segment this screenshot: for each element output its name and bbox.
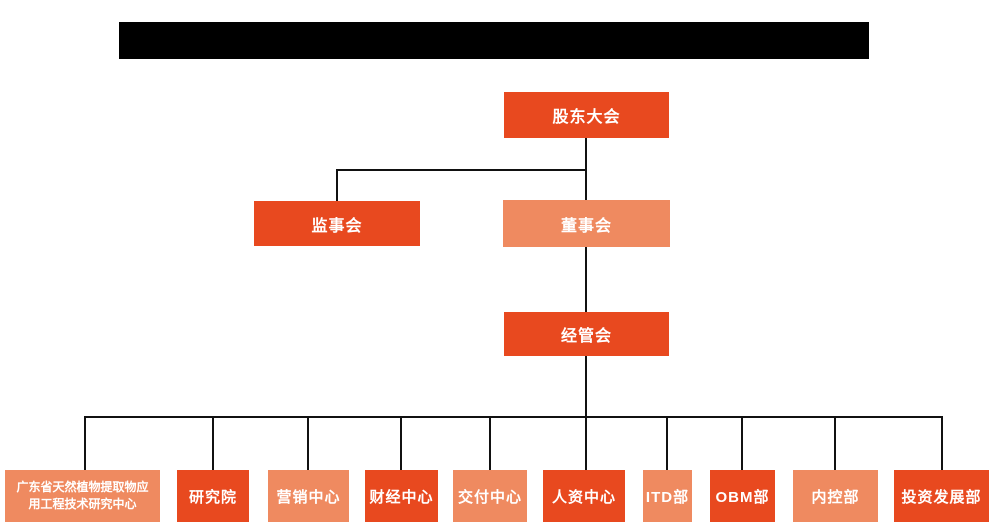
node-dept-research-center-label: 广东省天然植物提取物应用工程技术研究中心 bbox=[16, 479, 149, 511]
node-dept-itd: ITD部 bbox=[643, 470, 692, 522]
node-board-of-directors: 董事会 bbox=[503, 200, 670, 247]
connector-drop-9 bbox=[834, 416, 836, 470]
connector-drop-4 bbox=[400, 416, 402, 470]
connector-drop-3 bbox=[307, 416, 309, 470]
connector-drop-6 bbox=[585, 416, 587, 470]
node-supervisory-board: 监事会 bbox=[254, 201, 420, 246]
node-dept-internal-control-label: 内控部 bbox=[811, 488, 860, 506]
node-dept-research-institute-label: 研究院 bbox=[188, 488, 237, 506]
node-dept-hr-center: 人资中心 bbox=[543, 470, 625, 522]
node-dept-research-institute: 研究院 bbox=[177, 470, 249, 522]
connector-drop-2 bbox=[212, 416, 214, 470]
node-dept-itd-label: ITD部 bbox=[645, 488, 690, 506]
node-dept-marketing-center: 营销中心 bbox=[268, 470, 349, 522]
node-management-committee-label: 经管会 bbox=[560, 328, 612, 345]
node-dept-investment-development-label: 投资发展部 bbox=[901, 488, 982, 506]
node-shareholders-meeting: 股东大会 bbox=[504, 92, 669, 138]
redacted-title-bar bbox=[119, 22, 869, 59]
connector-branch-horizontal bbox=[336, 169, 587, 171]
node-management-committee: 经管会 bbox=[504, 312, 669, 356]
node-dept-finance-center-label: 财经中心 bbox=[369, 488, 434, 506]
node-dept-hr-center-label: 人资中心 bbox=[551, 488, 616, 506]
node-shareholders-meeting-label: 股东大会 bbox=[552, 109, 621, 126]
connector-drop-5 bbox=[489, 416, 491, 470]
connector-directors-to-management bbox=[585, 247, 587, 312]
node-dept-delivery-center-label: 交付中心 bbox=[457, 488, 522, 506]
connector-rail-horizontal bbox=[84, 416, 943, 418]
node-dept-internal-control: 内控部 bbox=[793, 470, 878, 522]
node-dept-marketing-center-label: 营销中心 bbox=[276, 488, 341, 506]
connector-to-supervisory bbox=[336, 169, 338, 202]
node-dept-investment-development: 投资发展部 bbox=[894, 470, 989, 522]
node-dept-obm: OBM部 bbox=[710, 470, 775, 522]
connector-management-to-rail bbox=[585, 356, 587, 417]
node-supervisory-board-label: 监事会 bbox=[311, 217, 363, 235]
connector-drop-7 bbox=[666, 416, 668, 470]
node-dept-finance-center: 财经中心 bbox=[365, 470, 438, 522]
node-dept-research-center: 广东省天然植物提取物应用工程技术研究中心 bbox=[5, 470, 160, 522]
connector-drop-1 bbox=[84, 416, 86, 470]
node-dept-obm-label: OBM部 bbox=[715, 488, 770, 506]
connector-drop-10 bbox=[941, 416, 943, 470]
connector-drop-8 bbox=[741, 416, 743, 470]
node-dept-delivery-center: 交付中心 bbox=[453, 470, 527, 522]
node-board-of-directors-label: 董事会 bbox=[560, 217, 612, 235]
